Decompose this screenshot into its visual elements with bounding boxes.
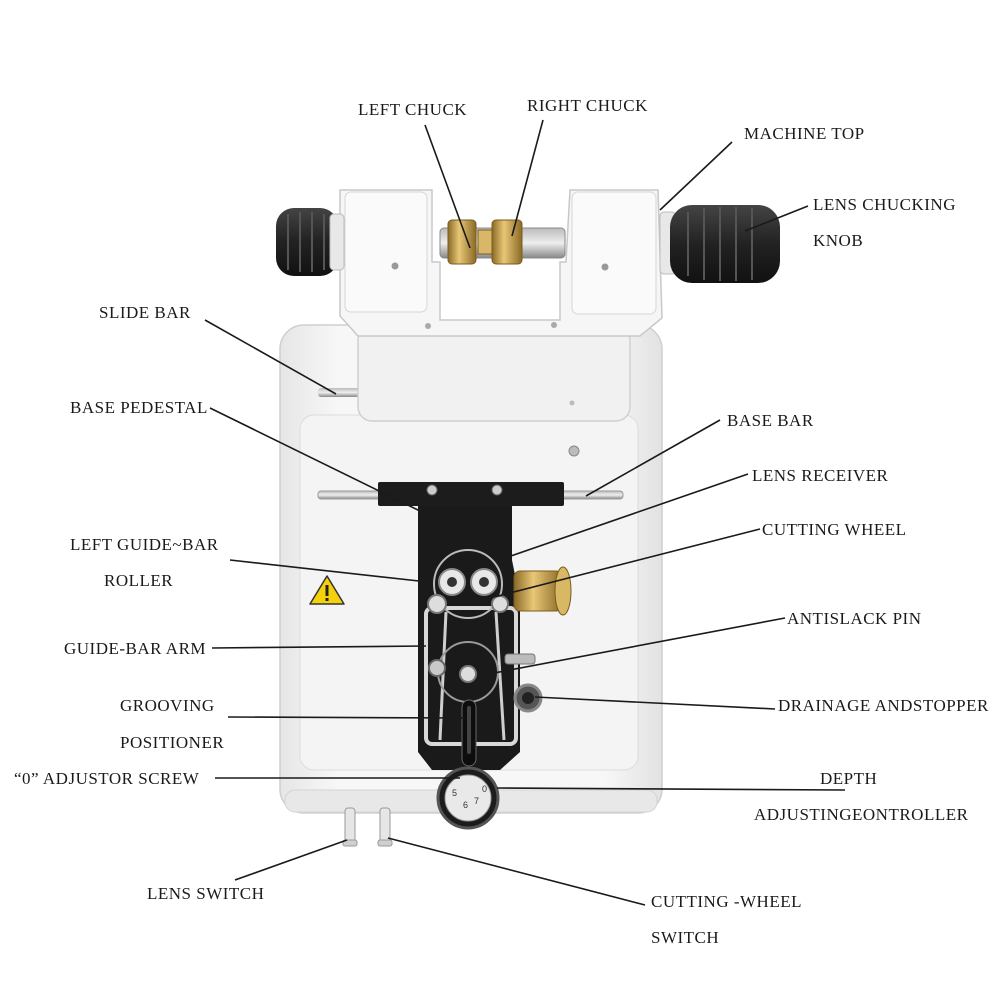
leader-depth-controller	[496, 787, 846, 791]
left-guide-bar-roller	[427, 594, 509, 614]
leader-machine-top	[659, 141, 733, 211]
leader-slide-bar	[204, 319, 337, 395]
depth-adjusting-dial: 5 6 7 0	[436, 766, 500, 830]
dial-number: 0	[482, 784, 487, 794]
left-chuck	[447, 219, 477, 265]
label-lens-chucking-knob-line2: KNOB	[813, 231, 864, 250]
leader-right-chuck	[511, 119, 544, 237]
leader-lines	[204, 119, 846, 906]
drainage-and-stopper	[513, 683, 543, 713]
leader-lens-switch	[234, 839, 348, 881]
leader-cutting-wheel	[489, 528, 761, 599]
label-depth-adjusting-controller-line2: ADJUSTINGEONTROLLER	[754, 805, 969, 824]
cutting-wheel	[513, 566, 572, 616]
label-machine-top: MACHINE TOP	[744, 124, 865, 143]
leader-guide-bar-arm	[211, 645, 427, 649]
slide-bar	[318, 388, 362, 397]
leader-drainage	[534, 696, 776, 710]
label-base-pedestal: BASE PEDESTAL	[70, 398, 208, 417]
right-chuck	[477, 219, 523, 265]
antislack-pin	[428, 641, 536, 703]
dial-number: 6	[463, 800, 468, 810]
base-pedestal	[378, 482, 564, 506]
label-lens-switch: LENS SWITCH	[147, 884, 265, 903]
label-lens-receiver: LENS RECEIVER	[752, 466, 889, 485]
label-right-chuck: RIGHT CHUCK	[527, 96, 648, 115]
lens-chucking-knob	[659, 205, 780, 283]
label-lens-chucking-knob-line1: LENS CHUCKING	[813, 195, 956, 214]
label-left-guide-bar-roller-line1: LEFT GUIDE~BAR	[70, 535, 219, 554]
label-antislack-pin: ANTISLACK PIN	[787, 609, 922, 628]
label-depth-adjusting-controller-line1: DEPTH	[820, 769, 878, 788]
label-slide-bar: SLIDE BAR	[99, 303, 191, 322]
leader-lens-chucking-knob	[744, 205, 809, 232]
grooving-positioner	[461, 699, 477, 767]
dial-number: 5	[452, 788, 457, 798]
label-grooving-positioner-line2: POSITIONER	[120, 733, 225, 752]
label-cutting-wheel-switch-line2: SWITCH	[651, 928, 720, 947]
leader-grooving-positioner	[227, 716, 466, 719]
label-zero-adjustor-screw: “0” ADJUSTOR SCREW	[14, 769, 200, 788]
leader-antislack-pin	[477, 617, 786, 677]
label-guide-bar-arm: GUIDE-BAR ARM	[64, 639, 207, 658]
leader-cutting-wheel-switch	[387, 837, 646, 906]
dial-number: 7	[474, 796, 479, 806]
label-left-chuck: LEFT CHUCK	[358, 100, 468, 119]
leader-base-bar	[585, 419, 721, 497]
label-cutting-wheel: CUTTING WHEEL	[762, 520, 907, 539]
lens-switch	[342, 807, 358, 847]
left-knob	[276, 208, 345, 276]
label-left-guide-bar-roller-line2: ROLLER	[104, 571, 174, 590]
label-grooving-positioner-line1: GROOVING	[120, 696, 215, 715]
lens-receiver	[433, 549, 503, 619]
machine-top	[339, 189, 663, 457]
leader-base-pedestal	[209, 407, 423, 513]
label-cutting-wheel-switch-line1: CUTTING -WHEEL	[651, 892, 802, 911]
warning-icon	[309, 575, 345, 605]
leader-lens-receiver	[507, 473, 749, 558]
leader-left-chuck	[424, 124, 471, 249]
label-drainage-and-stopper: DRAINAGE ANDSTOPPER	[778, 696, 989, 715]
leader-left-guide-bar-roller	[229, 559, 429, 583]
cutting-wheel-switch	[377, 807, 393, 847]
label-base-bar: BASE BAR	[727, 411, 814, 430]
